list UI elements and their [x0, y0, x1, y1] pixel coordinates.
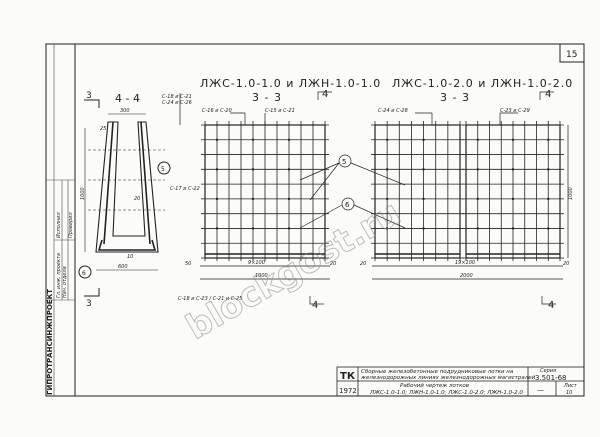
- section-title: ЛЖС-1.0-2.0 и ЛЖН-1.0-2.0: [392, 77, 573, 90]
- dim-label: 19×100: [455, 260, 475, 266]
- rebar-node: [251, 138, 255, 141]
- callout-5: 5: [342, 158, 346, 166]
- dim-label: 20: [360, 261, 366, 267]
- rebar-node: [251, 197, 255, 201]
- watermark: blockgost.ru: [180, 193, 408, 348]
- title-line: Сборные железобетонные подрудниковые лот…: [361, 369, 514, 375]
- rebar-label: С-24 и С-28: [378, 108, 408, 114]
- year: 1972: [339, 387, 357, 395]
- dim-label: 2000: [460, 273, 473, 279]
- rebar-node: [385, 168, 389, 171]
- rebar-grid: [371, 121, 564, 261]
- rebar-node: [215, 227, 219, 230]
- section-title: ЛЖС-1.0-1.0 и ЛЖН-1.0-1.0: [200, 77, 381, 90]
- rebar-node: [287, 168, 291, 171]
- rebar-label: С-23 и С-29: [500, 108, 530, 114]
- rebar-node: [547, 168, 550, 171]
- callout-5: 5: [161, 166, 165, 173]
- rebar-node: [476, 138, 479, 141]
- rebar-node: [476, 168, 479, 171]
- dim-label: 50: [185, 261, 191, 267]
- rebar-node: [476, 197, 479, 201]
- section-3-3-long: ЛЖС-1.0-2.0 и ЛЖН-1.0-2.0 3 - 3 4 4 С-24…: [360, 77, 574, 311]
- rebar-label: С-24 и С-26: [162, 100, 192, 106]
- rebar-node: [251, 168, 255, 171]
- dim-label: 600: [118, 264, 128, 270]
- dim-label: 1000: [255, 273, 268, 279]
- section-title: 4 - 4: [115, 92, 140, 105]
- rebar-label: С-16 и С-20: [202, 108, 232, 114]
- dim-label: 10: [127, 254, 133, 260]
- rebar-node: [547, 138, 550, 141]
- sheet-number: 15: [566, 50, 577, 60]
- section-subtitle: 3 - 3: [440, 91, 470, 104]
- callout-6: 6: [82, 270, 86, 277]
- sheet-value: 10: [566, 390, 572, 396]
- section-subtitle: 3 - 3: [252, 91, 282, 104]
- rebar-node: [422, 197, 425, 201]
- rebar-label: С-18 и С-23 / С-21 и С-25: [178, 296, 242, 302]
- rebar-node: [287, 227, 291, 230]
- rebar-node: [511, 168, 515, 171]
- rebar-node: [511, 227, 515, 230]
- drawing-title: Рабочий чертеж лотков: [400, 383, 469, 389]
- cut-mark: 4: [312, 300, 318, 311]
- dim-label: 300: [120, 108, 130, 114]
- sheet-number-box: [559, 43, 585, 63]
- rebar-node: [385, 227, 389, 230]
- rebar-label: С-15 и С-21: [265, 108, 295, 114]
- sheet-frame: [45, 43, 585, 397]
- stamp-role: Нач. отдела: [62, 266, 68, 298]
- rebar-node: [511, 197, 515, 201]
- stamp-role: Гл. инж. проекта: [56, 253, 62, 298]
- side-stamp: ГИПРОТРАНСИНЖПРОЕКТ Гл. инж. проекта Нач…: [46, 44, 75, 396]
- rebar-node: [476, 227, 479, 230]
- rebar-label: С-17 и С-22: [170, 186, 200, 192]
- rebar-node: [385, 197, 389, 201]
- title-line: железнодорожных линиях железнодорожных м…: [360, 375, 536, 381]
- cut-mark: 4: [322, 89, 328, 100]
- cut-mark: 4: [545, 89, 551, 100]
- stamp-role: Исполнил: [56, 211, 62, 238]
- rebar-node: [511, 138, 515, 141]
- cut-mark: 4: [548, 300, 554, 311]
- dim-label: 1000: [80, 187, 86, 200]
- drawing-items: ЛЖС-1.0-1.0; ЛЖН-1.0-1.0; ЛЖС-1.0-2.0; Л…: [369, 390, 523, 396]
- stamp-role: Проверил: [68, 212, 74, 238]
- cut-mark: 3: [86, 91, 92, 101]
- series-label: Серия: [540, 368, 556, 374]
- dash: —: [537, 386, 544, 394]
- dim-label: 25: [100, 126, 106, 132]
- dim-label: 20: [563, 261, 569, 267]
- rebar-node: [251, 227, 255, 230]
- rebar-node: [287, 197, 291, 201]
- rebar-node: [422, 227, 425, 230]
- cut-mark: 3: [86, 299, 92, 309]
- sheet-label: Лист: [563, 383, 578, 389]
- rebar-node: [215, 138, 219, 141]
- dim-label: 9×100: [248, 260, 265, 266]
- section-3-3-short: ЛЖС-1.0-1.0 и ЛЖН-1.0-1.0 3 - 3 4 4 С-16…: [178, 77, 381, 311]
- rebar-node: [422, 168, 425, 171]
- rebar-node: [547, 197, 550, 201]
- dim-label: 20: [330, 261, 336, 267]
- rebar-node: [215, 197, 219, 201]
- rebar-node: [215, 168, 219, 171]
- dim-label: 1000: [568, 187, 574, 200]
- stamp-org: ГИПРОТРАНСИНЖПРОЕКТ: [46, 289, 54, 395]
- title-block: ТК 1972 Сборные железобетонные подрудник…: [336, 366, 585, 397]
- rebar-label: С-18 и С-21: [162, 94, 192, 100]
- section-4-4: 4 - 4 3 3 300 600 1000 25 20 10 5 6 С-18…: [78, 91, 200, 309]
- rebar-node: [422, 138, 425, 141]
- rebar-grid: [201, 121, 329, 261]
- org-code: ТК: [340, 371, 356, 382]
- dim-label: 20: [134, 196, 140, 202]
- callout-6: 6: [345, 201, 350, 209]
- rebar-node: [287, 138, 291, 141]
- rebar-node: [385, 138, 389, 141]
- rebar-node: [547, 227, 550, 230]
- series: 3.501-68: [535, 374, 566, 382]
